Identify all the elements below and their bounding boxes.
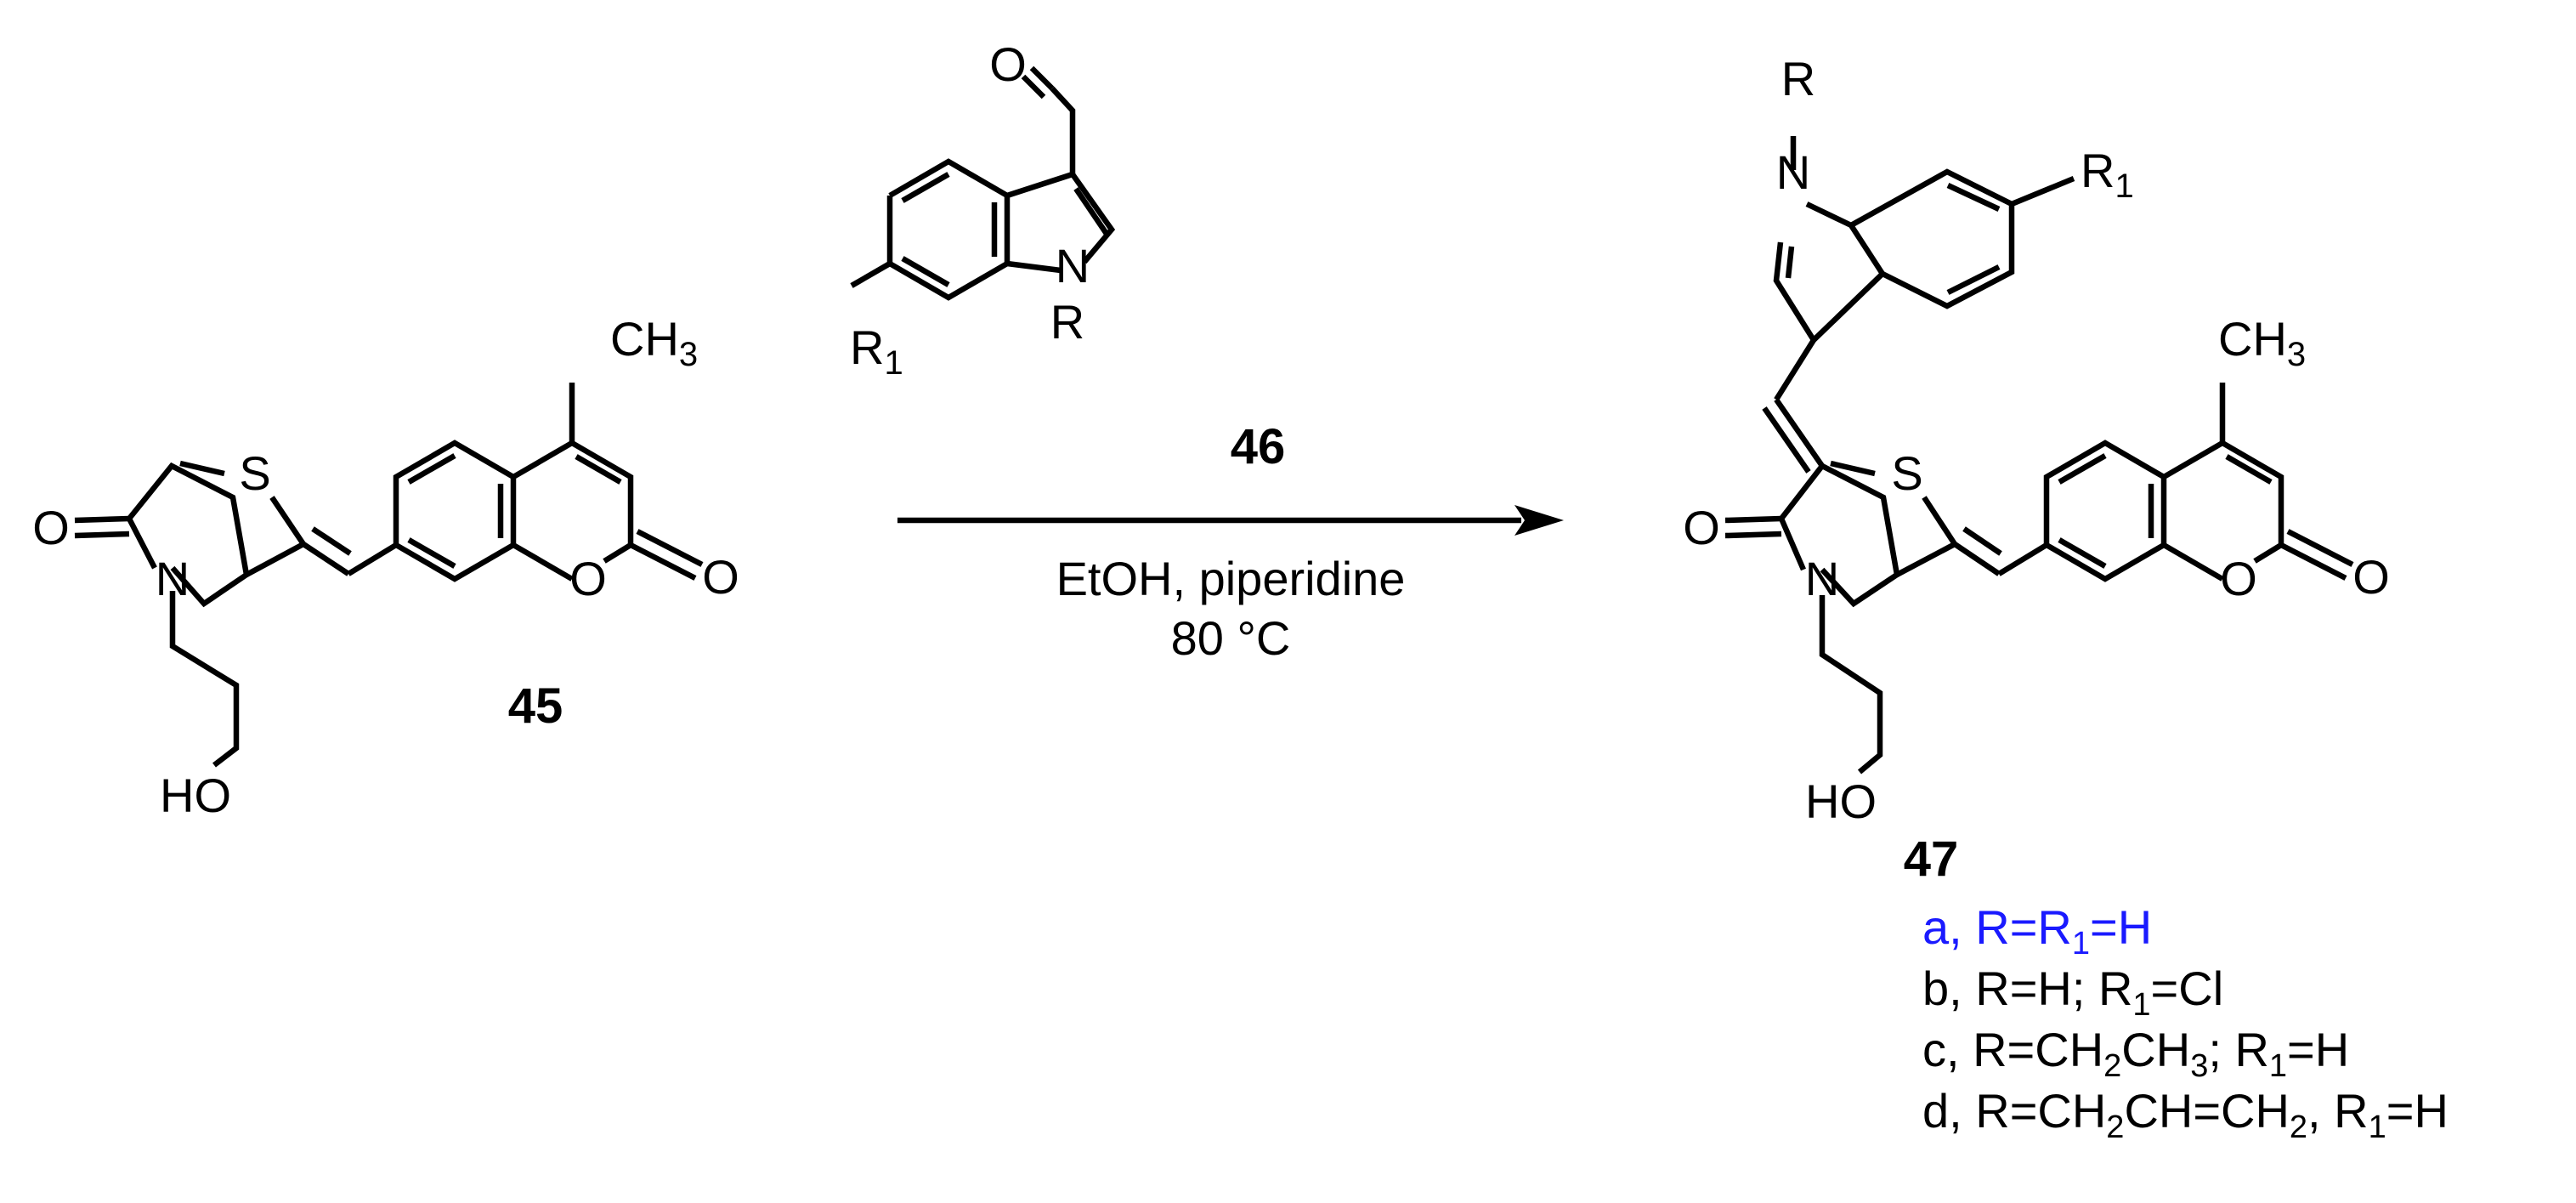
variant-c-text: c, R=CH2CH3; R1=H [1922,1023,2350,1084]
variant-d: d, R=CH2CH=CH2, R1=H [1922,1081,2449,1145]
product-nitrogen-label: N [1776,145,1810,199]
product-hydroxyl-label: HO [1805,775,1877,828]
product-sulfur-label: S [1891,446,1922,500]
product-lactone-oxygen-label: O [2352,550,2390,604]
reactant-structure: S O N HO O O CH3 45 [32,312,739,822]
reagent-compound-number: 46 [1231,419,1286,474]
reagent-aldehyde-oxygen-label: O [989,37,1027,91]
reactant-carbonyl-oxygen-label: O [32,501,70,554]
reactant-hydroxyl-label: HO [160,769,231,822]
variant-list: a, R=R1=H b, R=H; R1=Cl c, R=CH2CH3; R1=… [1922,897,2449,1145]
reactant-lactone-oxygen-label: O [702,550,739,604]
reactant-ring-oxygen-label: O [569,552,607,605]
product-methyl-label: CH3 [2218,312,2306,373]
product-nitrogen-ring-label: N [1805,552,1839,605]
reactant-nitrogen-label: N [156,552,190,605]
conditions-line-1: EtOH, piperidine [1056,552,1406,605]
product-compound-number: 47 [1904,831,1959,887]
reactant-compound-number: 45 [508,678,563,734]
product-ring-oxygen-label: O [2220,552,2257,605]
variant-a: a, R=R1=H [1922,897,2449,962]
reagent-structure: O N R R1 46 [850,37,1285,474]
product-carbonyl-oxygen-label: O [1683,501,1720,554]
product-r1-label: R1 [2081,144,2134,205]
conditions-line-2: 80 °C [1171,611,1291,665]
reagent-nitrogen-label: N [1056,239,1090,292]
reaction-arrow [897,505,1564,536]
variant-b: b, R=H; R1=Cl [1922,958,2449,1023]
reactant-methyl-label: CH3 [610,312,698,373]
variant-c: c, R=CH2CH3; R1=H [1922,1019,2449,1084]
reagent-r-label: R [1050,295,1084,349]
reagent-r1-label: R1 [850,321,903,382]
variant-d-text: d, R=CH2CH=CH2, R1=H [1922,1084,2449,1145]
variant-a-text: a, R=R1=H [1922,900,2153,962]
product-structure: R N R1 S O N HO O O CH3 47 [1683,52,2390,887]
variant-b-text: b, R=H; R1=Cl [1922,962,2224,1023]
reactant-sulfur-label: S [239,446,270,500]
product-r-label: R [1781,52,1815,105]
